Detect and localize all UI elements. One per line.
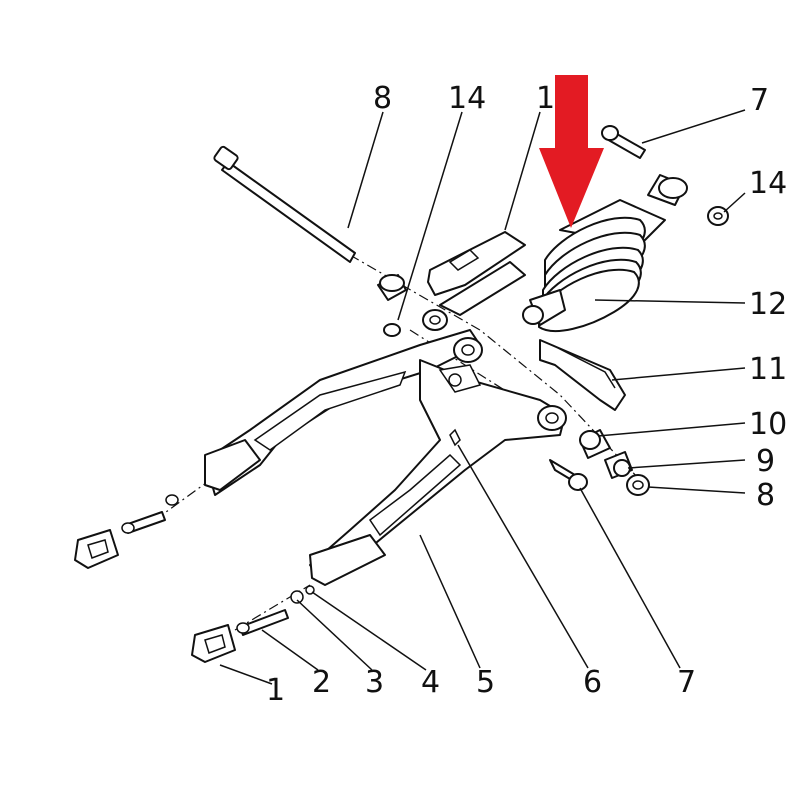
callout-7-bottom: 7 <box>677 665 696 700</box>
small-nut <box>383 323 401 337</box>
leader-lines <box>219 109 746 685</box>
chain-guide <box>427 231 526 316</box>
callout-8-top: 8 <box>373 81 392 116</box>
callout-14-top: 14 <box>448 81 486 116</box>
pivot-spacer <box>422 309 448 331</box>
callout-3-bottom: 3 <box>365 665 384 700</box>
callout-8-right: 8 <box>756 478 775 513</box>
chain-adjuster-left <box>74 529 119 569</box>
pivot-axle <box>213 145 356 263</box>
lower-nut <box>626 474 650 496</box>
callout-1-bottom: 1 <box>266 673 285 708</box>
callout-9-right: 9 <box>756 444 775 479</box>
callout-11-right: 11 <box>749 352 787 387</box>
adjuster-bolt-bottom <box>236 609 289 636</box>
shock-absorber <box>522 174 688 333</box>
shock-upper-nut <box>707 206 729 226</box>
lower-bolt <box>549 459 588 491</box>
lower-spacer <box>579 429 611 459</box>
shock-upper-bolt <box>601 125 646 159</box>
swingarm <box>204 329 567 586</box>
callout-2-bottom: 2 <box>312 665 331 700</box>
shock-link-bracket <box>539 339 626 411</box>
swingarm-small-bolt <box>449 428 461 447</box>
highlight-down-arrow <box>539 75 604 228</box>
chain-adjuster-bottom <box>191 624 236 663</box>
callout-5-bottom: 5 <box>476 665 495 700</box>
callout-7-right: 7 <box>750 83 769 118</box>
adjuster-bolt-left <box>121 494 179 534</box>
callout-1-top: 1 <box>536 81 555 116</box>
callout-4-bottom: 4 <box>421 665 440 700</box>
callout-numbers: 1 2 3 4 5 6 7 8 14 1 7 14 12 11 10 9 8 <box>266 81 787 708</box>
pivot-bushing <box>377 274 407 301</box>
callout-10-right: 10 <box>749 407 787 442</box>
lower-washer <box>604 451 633 479</box>
callout-14-right: 14 <box>749 166 787 201</box>
callout-6-bottom: 6 <box>583 665 602 700</box>
adjuster-washer <box>290 590 304 604</box>
callout-12-right: 12 <box>749 287 787 322</box>
